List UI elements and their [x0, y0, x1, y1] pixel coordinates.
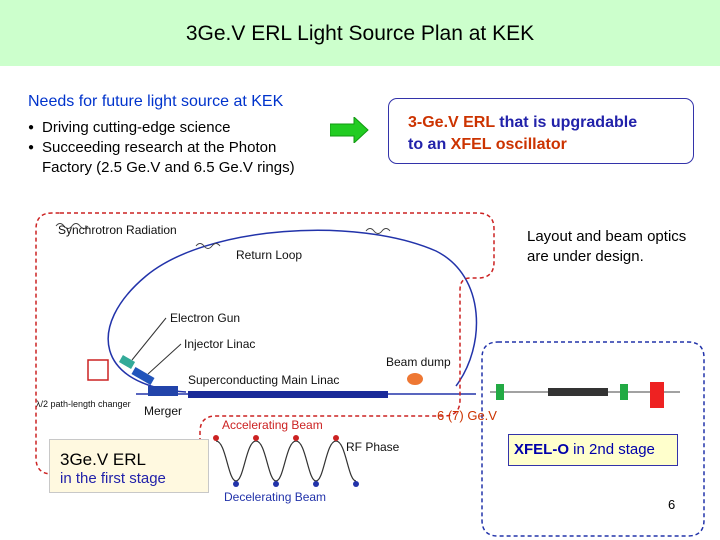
xfel-mirror	[496, 384, 504, 400]
needs-item-text: Driving cutting-edge science	[42, 119, 231, 136]
accelerating-bunch	[213, 435, 219, 441]
stage1-title: 3Ge.V ERL	[60, 450, 146, 469]
right-arrow-icon	[330, 117, 369, 143]
needs-item: ● Driving cutting-edge science	[28, 118, 328, 138]
slide-title: 3Ge.V ERL Light Source Plan at KEK	[185, 22, 535, 45]
rf-phase-label: RF Phase	[346, 440, 400, 454]
accelerating-bunch	[253, 435, 259, 441]
xfel-mirror	[620, 384, 628, 400]
synchrotron-wiggle	[195, 243, 221, 249]
title-bar	[0, 0, 720, 66]
decelerating-bunch	[353, 481, 359, 487]
synchrotron-radiation-label: Synchrotron Radiation	[58, 223, 177, 237]
main-linac-label: Superconducting Main Linac	[188, 373, 339, 387]
erl-proposal-text: 3-Ge.V ERL that is upgradable to an XFEL…	[408, 112, 637, 156]
electron-gun	[118, 355, 136, 369]
stage2-name: XFEL-O	[514, 441, 569, 458]
merger-label: Merger	[144, 404, 182, 418]
xfel-undulator	[548, 388, 608, 396]
injector-linac	[131, 367, 155, 385]
erl-proposal-box	[388, 98, 694, 164]
decelerating-bunch	[313, 481, 319, 487]
needs-heading: Needs for future light source at KEK	[28, 93, 284, 110]
injector-pointer	[147, 343, 182, 375]
decelerating-bunch	[273, 481, 279, 487]
erl-layout-svg: Synchrotron Radiation Return Loop Electr…	[36, 223, 478, 504]
stage2-label: XFEL-O in 2nd stage	[514, 441, 655, 458]
accelerating-bunch	[293, 435, 299, 441]
synchrotron-wiggle	[55, 223, 89, 229]
beam-dump	[407, 373, 423, 385]
energy-label: 6 (7) Ge.V	[437, 408, 497, 423]
erl-label: 3-Ge.V ERL	[408, 114, 495, 131]
bullet-icon: ●	[28, 122, 35, 133]
needs-item: ● Succeeding research at the Photon Fact…	[28, 138, 328, 178]
synchrotron-wiggle	[365, 228, 391, 234]
decelerating-beam-label: Decelerating Beam	[224, 490, 326, 504]
stage2-box	[508, 434, 678, 466]
stage2-rest: in 2nd stage	[569, 441, 655, 458]
injector-linac-label: Injector Linac	[184, 337, 255, 351]
electron-gun-label: Electron Gun	[170, 311, 240, 325]
stage2-outline	[481, 341, 705, 537]
main-linac	[188, 391, 388, 398]
accelerating-beam-label: Accelerating Beam	[222, 418, 323, 432]
stage1-outline	[35, 212, 495, 475]
xfel-oscillator-label: XFEL oscillator	[450, 136, 567, 153]
needs-item-text: Succeeding research at the Photon Factor…	[42, 139, 295, 176]
page-number: 6	[668, 497, 676, 512]
bullet-icon: ●	[28, 142, 35, 153]
rf-wave	[215, 440, 357, 482]
erl-upgradable-text: that is upgradable	[494, 114, 638, 131]
return-loop	[107, 229, 478, 393]
merger	[148, 386, 178, 396]
beam-dump-label: Beam dump	[386, 355, 451, 369]
decelerating-bunch	[233, 481, 239, 487]
return-loop-label: Return Loop	[236, 248, 302, 262]
xfel-output-block	[650, 382, 664, 408]
accelerating-bunch	[333, 435, 339, 441]
stage1-subtitle: in the first stage	[60, 470, 166, 487]
layout-note: Layout and beam optics are under design.	[527, 228, 687, 265]
path-length-changer	[87, 359, 109, 381]
path-length-label: λ/2 path-length changer	[36, 399, 131, 409]
erl-to-text: to an	[408, 136, 451, 153]
gun-pointer	[131, 317, 167, 361]
stage1-box	[49, 439, 209, 493]
needs-list: ● Driving cutting-edge science ● Succeed…	[28, 118, 328, 178]
